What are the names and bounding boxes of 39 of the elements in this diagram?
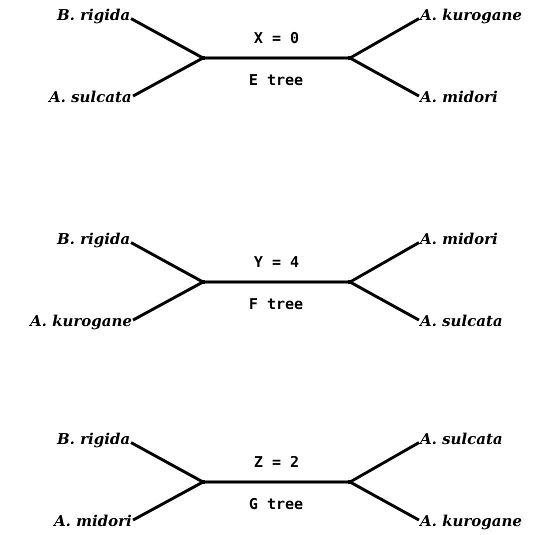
species-label: A. midori [420, 88, 498, 106]
tree-name: E tree [248, 71, 304, 89]
tree-branch [349, 56, 420, 98]
tree-branch [132, 56, 204, 98]
tree-branch [349, 441, 420, 484]
edge-label: Z = 2 [254, 453, 300, 471]
tree-branch [130, 241, 204, 284]
species-label: B. rigida [57, 430, 130, 448]
tree-branch [130, 17, 204, 60]
species-label: A. kurogane [30, 312, 132, 330]
species-label: A. sulcata [49, 88, 132, 106]
branch-point [201, 280, 205, 284]
tree-branch [132, 480, 204, 522]
tree-branch [349, 280, 420, 322]
tree-branch [349, 480, 420, 522]
species-label: A. sulcata [420, 430, 503, 448]
species-label: A. midori [54, 512, 132, 530]
tree-branch [132, 280, 204, 322]
tree-branch [203, 280, 350, 284]
species-label: B. rigida [57, 6, 130, 24]
tree-branch [130, 441, 204, 484]
species-label: A. midori [420, 230, 498, 248]
tree-branch [203, 480, 350, 484]
branch-point [348, 280, 352, 284]
edge-label: Y = 4 [254, 253, 300, 271]
branch-point [201, 480, 205, 484]
species-label: B. rigida [57, 230, 130, 248]
tree-name: F tree [248, 295, 304, 313]
tree-branch [203, 56, 350, 60]
branch-point [348, 56, 352, 60]
species-label: A. kurogane [420, 512, 522, 530]
species-label: A. sulcata [420, 312, 503, 330]
species-label: A. kurogane [420, 6, 522, 24]
tree-name: G tree [248, 495, 304, 513]
edge-label: X = 0 [254, 29, 300, 47]
branch-point [201, 56, 205, 60]
tree-branch [349, 241, 420, 284]
tree-branch [349, 17, 420, 60]
branch-point [348, 480, 352, 484]
